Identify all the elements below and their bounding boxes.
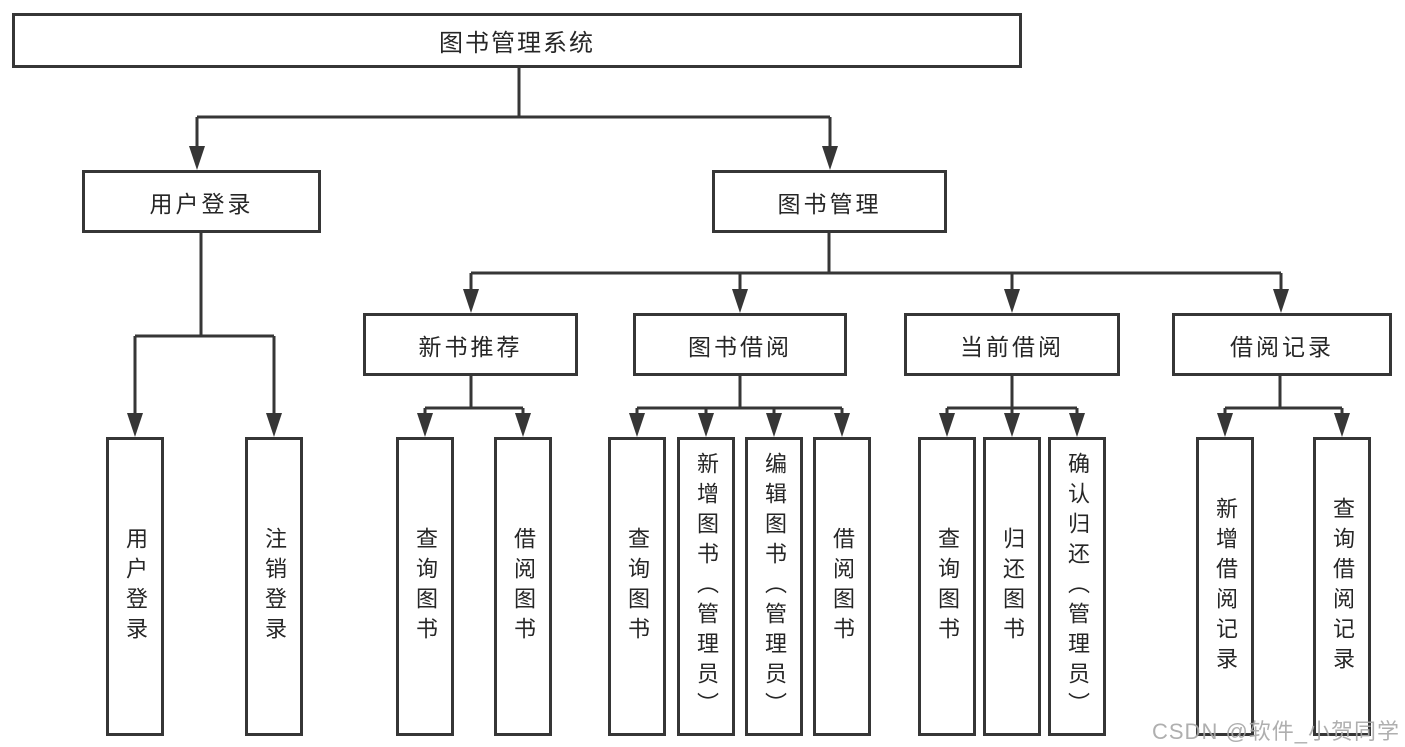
leaf-label: 编辑图书（管理员） <box>762 451 787 722</box>
node-book-management: 图书管理 <box>712 170 947 233</box>
leaf-borrow-books-borrowing: 借阅图书 <box>813 437 871 736</box>
leaf-return-book: 归还图书 <box>983 437 1041 736</box>
leaf-query-books-current: 查询图书 <box>918 437 976 736</box>
leaf-label: 查询图书 <box>413 526 438 647</box>
leaf-label: 借阅图书 <box>511 526 536 647</box>
node-borrowing-records: 借阅记录 <box>1172 313 1392 376</box>
leaf-query-borrow-record: 查询借阅记录 <box>1313 437 1371 736</box>
node-user-login: 用户登录 <box>82 170 321 233</box>
leaf-label: 借阅图书 <box>830 526 855 647</box>
node-book-borrowing: 图书借阅 <box>633 313 847 376</box>
csdn-watermark: CSDN @软件_小贺同学 <box>1152 719 1401 744</box>
leaf-query-books-borrowing: 查询图书 <box>608 437 666 736</box>
leaf-user-login: 用户登录 <box>106 437 164 736</box>
leaf-label: 查询借阅记录 <box>1330 496 1355 677</box>
leaf-label: 用户登录 <box>123 526 148 647</box>
leaf-label: 新增借阅记录 <box>1213 496 1238 677</box>
leaf-edit-book-admin: 编辑图书（管理员） <box>745 437 803 736</box>
leaf-query-books-recommend: 查询图书 <box>396 437 454 736</box>
leaf-label: 查询图书 <box>625 526 650 647</box>
node-library-management-system: 图书管理系统 <box>12 13 1022 68</box>
leaf-add-borrow-record: 新增借阅记录 <box>1196 437 1254 736</box>
leaf-label: 查询图书 <box>935 526 960 647</box>
leaf-confirm-return-admin: 确认归还（管理员） <box>1048 437 1106 736</box>
arrowhead-icons <box>127 146 1350 437</box>
leaf-label: 注销登录 <box>262 526 287 647</box>
leaf-add-book-admin: 新增图书（管理员） <box>677 437 735 736</box>
node-current-borrowing: 当前借阅 <box>904 313 1120 376</box>
leaf-borrow-books-recommend: 借阅图书 <box>494 437 552 736</box>
node-new-book-recommendation: 新书推荐 <box>363 313 578 376</box>
leaf-label: 新增图书（管理员） <box>694 451 719 722</box>
leaf-label: 确认归还（管理员） <box>1065 451 1090 722</box>
leaf-logout: 注销登录 <box>245 437 303 736</box>
leaf-label: 归还图书 <box>1000 526 1025 647</box>
